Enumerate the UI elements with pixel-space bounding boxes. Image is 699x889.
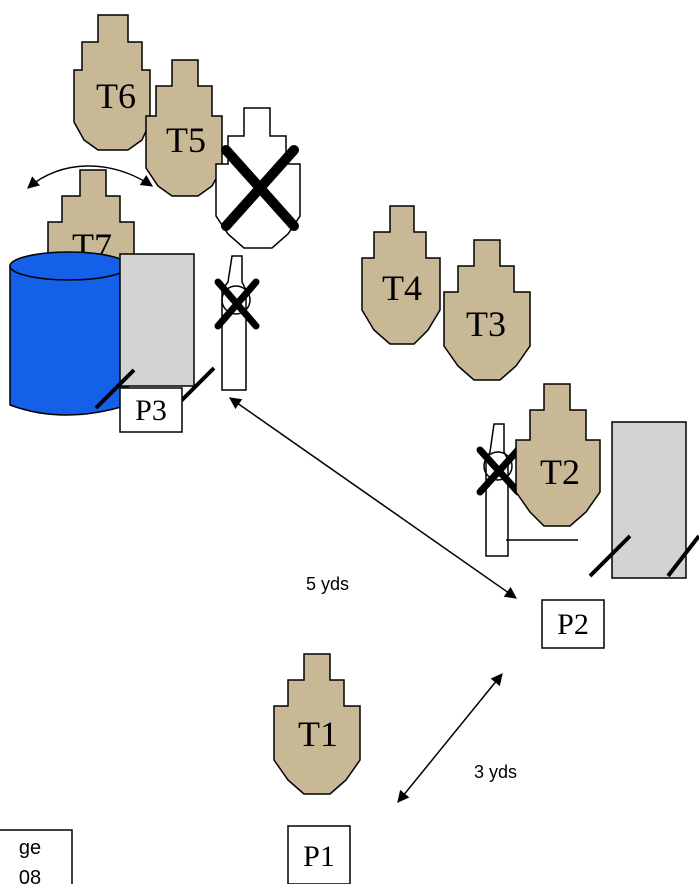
position-p3-label: P3	[135, 394, 167, 427]
target-t3: T3	[443, 239, 531, 381]
corner-note: ge 08	[0, 829, 73, 889]
swing-arrow-icon	[27, 165, 153, 189]
noshoot-target-large	[215, 107, 301, 249]
barrel	[9, 251, 129, 416]
position-p1-label: P1	[303, 840, 335, 873]
target-t3-label: T3	[466, 304, 506, 344]
distance-arrow-p3-p2	[229, 397, 517, 599]
target-t2: T2	[515, 383, 601, 527]
target-t6: T6	[73, 14, 151, 151]
noshoot-slim-right	[476, 423, 522, 557]
target-t1-label: T1	[298, 714, 338, 754]
position-p3: P3	[119, 387, 183, 433]
distance-label-p3-p2: 5 yds	[306, 574, 349, 594]
barricade-right	[588, 421, 699, 579]
target-t4: T4	[361, 205, 441, 345]
target-t4-label: T4	[382, 268, 422, 308]
distance-label-p1-p2: 3 yds	[474, 762, 517, 782]
x-mark-icon	[214, 278, 260, 330]
target-t1: T1	[273, 653, 361, 795]
target-t6-label: T6	[96, 76, 136, 116]
x-mark-icon	[221, 145, 299, 231]
position-p2: P2	[541, 599, 605, 649]
target-t5: T5	[145, 59, 223, 197]
corner-note-line1: ge	[19, 837, 41, 859]
barricade-left	[94, 253, 216, 410]
target-t5-label: T5	[166, 120, 206, 160]
target-t2-label: T2	[540, 452, 580, 492]
position-p1: P1	[287, 825, 351, 885]
distance-arrow-p1-p2	[397, 673, 503, 803]
position-p2-label: P2	[557, 608, 589, 641]
corner-note-line2: 08	[19, 867, 41, 884]
noshoot-slim-left	[214, 255, 260, 391]
